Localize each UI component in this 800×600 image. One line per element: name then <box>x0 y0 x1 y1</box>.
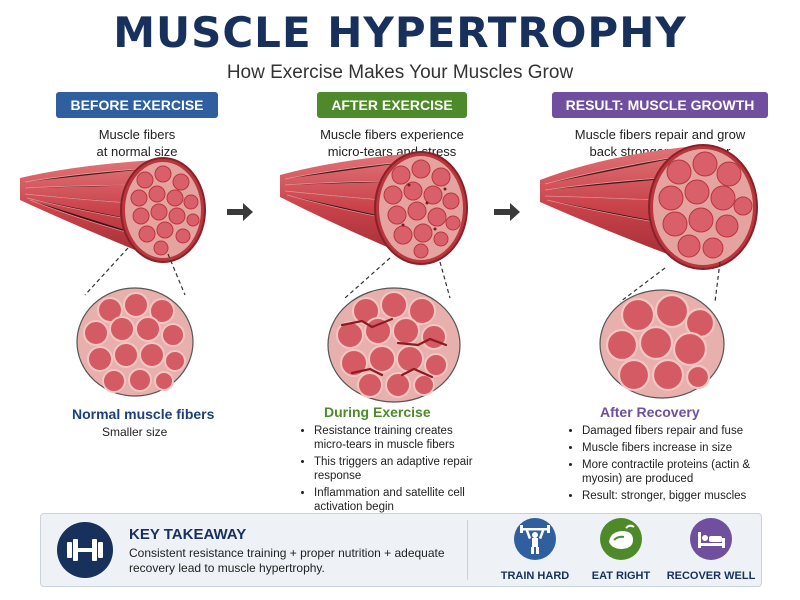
stage-badge-before: BEFORE EXERCISE <box>56 92 218 118</box>
arrow-right-icon <box>227 203 253 221</box>
list-item: Resistance training creates micro-tears … <box>314 424 474 452</box>
tip-label: EAT RIGHT <box>591 570 651 582</box>
zoom-guides <box>84 247 721 303</box>
list-item: Result: stronger, bigger muscles <box>582 489 762 503</box>
page-title: MUSCLE HYPERTROPHY <box>113 8 687 57</box>
key-takeaway-title: KEY TAKEAWAY <box>129 526 247 543</box>
stage-badge-after: AFTER EXERCISE <box>317 92 467 118</box>
tip-train-hard: TRAIN HARD <box>485 518 585 582</box>
stage-desc-before: Muscle fibers at normal size <box>96 127 178 159</box>
page-subtitle: How Exercise Makes Your Muscles Grow <box>226 62 574 83</box>
key-takeaway-panel: KEY TAKEAWAY Consistent resistance train… <box>40 513 762 587</box>
muscle-grown-illustration <box>540 144 758 270</box>
arrow-right-icon <box>494 203 520 221</box>
food-icon <box>600 518 642 560</box>
list-item: Muscle fibers increase in size <box>582 441 762 455</box>
list-item: Inflammation and satellite cell activati… <box>314 486 474 514</box>
tip-recover-well: RECOVER WELL <box>661 518 761 582</box>
dumbbell-icon <box>57 522 113 578</box>
tip-eat-right: EAT RIGHT <box>571 518 671 582</box>
panel-divider <box>467 520 468 580</box>
tip-label: RECOVER WELL <box>666 570 756 582</box>
zoom-torn-fibers <box>327 287 461 403</box>
list-item: Damaged fibers repair and fuse <box>582 424 762 438</box>
key-takeaway-text: Consistent resistance training + proper … <box>129 546 445 575</box>
recovery-bullet-list: Damaged fibers repair and fuse Muscle fi… <box>570 424 762 506</box>
muscle-stressed-illustration <box>280 151 468 265</box>
label-normal-title: Normal muscle fibers <box>72 406 215 422</box>
weightlifter-icon <box>514 518 556 560</box>
tip-label: TRAIN HARD <box>500 570 570 582</box>
label-normal-text: Smaller size <box>102 425 168 439</box>
zoom-normal-fibers <box>76 287 194 397</box>
label-during-title: During Exercise <box>324 404 431 420</box>
stage-before: BEFORE EXERCISE Muscle fibers at normal … <box>22 92 252 160</box>
sleep-icon <box>690 518 732 560</box>
label-recovery-title: After Recovery <box>600 404 700 420</box>
stage-badge-result: RESULT: MUSCLE GROWTH <box>551 92 769 118</box>
muscle-normal-illustration <box>20 157 206 263</box>
list-item: More contractile proteins (actin & myosi… <box>582 458 762 486</box>
zoom-grown-fibers <box>599 289 725 399</box>
during-bullet-list: Resistance training creates micro-tears … <box>302 424 474 517</box>
list-item: This triggers an adaptive repair respons… <box>314 455 474 483</box>
stage-after: AFTER EXERCISE Muscle fibers experience … <box>277 92 507 160</box>
